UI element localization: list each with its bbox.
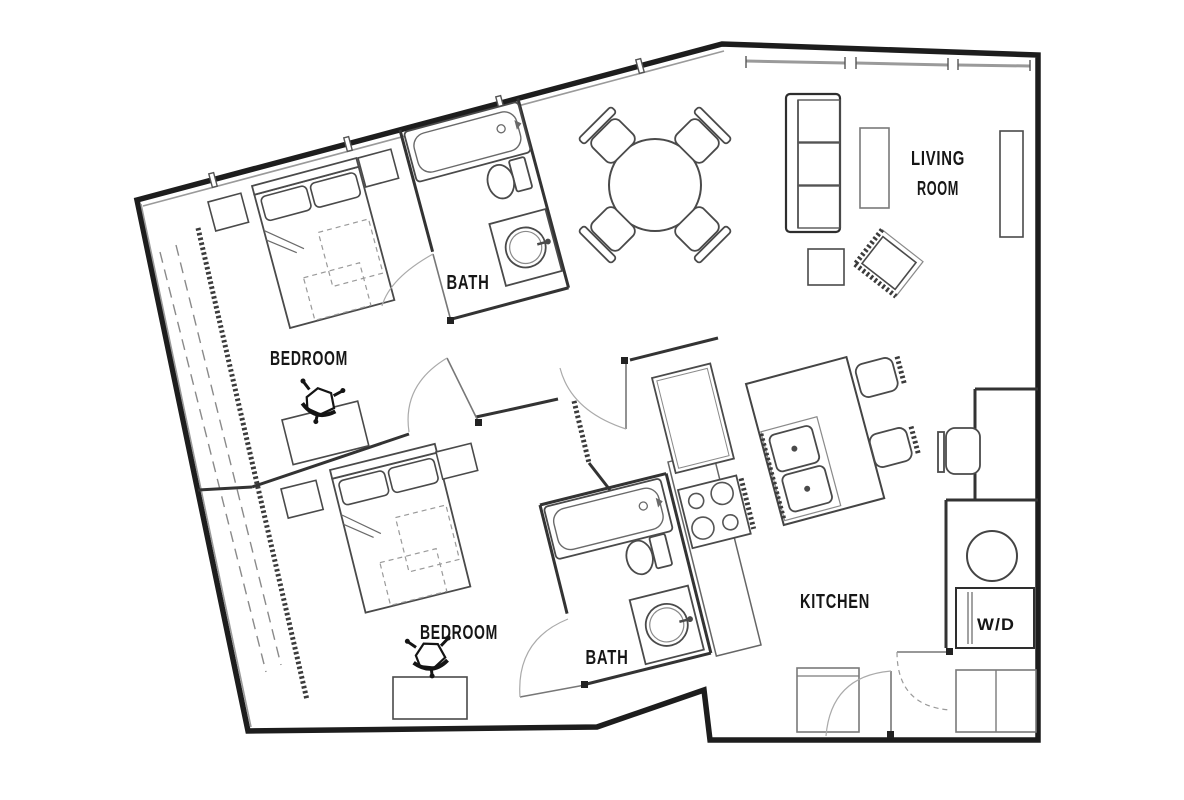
bedroom-upper-room — [207, 148, 400, 466]
task-chair-symbol — [300, 378, 346, 425]
pocket-wall-hatched — [571, 400, 592, 464]
bathtub-symbol — [543, 478, 674, 560]
window-segments — [745, 59, 1031, 68]
desk-symbol — [392, 676, 468, 720]
closet-strip — [159, 227, 310, 701]
toilet-symbol — [625, 533, 673, 576]
toilet-symbol — [486, 156, 533, 200]
bathroom-sink-symbol — [488, 207, 564, 287]
bathtub-symbol — [403, 101, 532, 183]
room-label-washer-dryer: W/D — [977, 615, 1015, 634]
door-swing — [825, 670, 894, 738]
side-table-symbol — [807, 248, 845, 286]
accent-chair-symbol — [852, 228, 924, 299]
nightstand-symbol — [207, 192, 250, 232]
room-label-bedroom-lower: BEDROOM — [420, 622, 498, 644]
water-heater-symbol — [966, 530, 1018, 582]
dining-set — [578, 106, 732, 264]
sofa-symbol — [784, 92, 842, 234]
coffee-table-symbol — [859, 127, 890, 209]
bed-symbol — [250, 156, 396, 330]
washer-dryer-unit — [955, 587, 1035, 649]
dining-chair-symbol — [674, 206, 732, 264]
dining-chair-symbol — [674, 106, 732, 164]
dining-table-symbol — [608, 138, 702, 232]
bath-lower-room — [538, 472, 713, 686]
door-swing — [519, 618, 588, 698]
dining-chair-symbol — [578, 106, 636, 164]
bar-stool-symbol — [868, 425, 922, 468]
closet-hatched-wall — [195, 227, 310, 701]
cooktop-symbol — [676, 474, 757, 550]
closet-rod-dashed — [159, 251, 267, 673]
tv-stand-symbol — [999, 130, 1024, 238]
room-label-living-2: ROOM — [917, 178, 959, 200]
interior-walls — [251, 336, 1038, 648]
bath-upper-room — [398, 98, 571, 321]
window-mullion-ticks — [207, 56, 1031, 189]
door-swing — [407, 357, 482, 433]
refrigerator-symbol — [650, 362, 736, 475]
utility-area — [937, 427, 1037, 733]
kitchen-island-symbol — [744, 355, 886, 527]
dining-chair-symbol — [578, 206, 636, 264]
entry-closet-symbol — [955, 669, 1037, 733]
closet-rod-dashed — [175, 244, 282, 666]
task-chair-symbol — [404, 635, 451, 679]
nightstand-symbol — [357, 148, 400, 188]
bar-stool-symbol — [854, 355, 908, 398]
door-swing — [381, 253, 454, 324]
closet-divider-wall — [197, 485, 253, 492]
nightstand-symbol — [280, 479, 325, 520]
bedroom-lower-room — [280, 442, 479, 720]
room-label-kitchen: KITCHEN — [800, 591, 870, 613]
desk-chair-symbol — [937, 427, 981, 475]
room-label-bedroom-upper: BEDROOM — [270, 348, 348, 370]
doors — [381, 253, 953, 738]
room-label-bath-upper: BATH — [447, 272, 490, 294]
bathroom-sink-symbol — [628, 584, 705, 666]
kitchen-area — [650, 355, 922, 733]
door-swing — [559, 357, 628, 430]
room-label-bath-lower: BATH — [586, 647, 629, 669]
outer-wall — [133, 41, 1041, 743]
nightstand-symbol — [435, 442, 479, 481]
bed-symbol — [328, 442, 472, 614]
living-room-area — [784, 92, 1024, 299]
room-label-living-1: LIVING — [911, 148, 965, 170]
door-swing — [896, 648, 953, 711]
